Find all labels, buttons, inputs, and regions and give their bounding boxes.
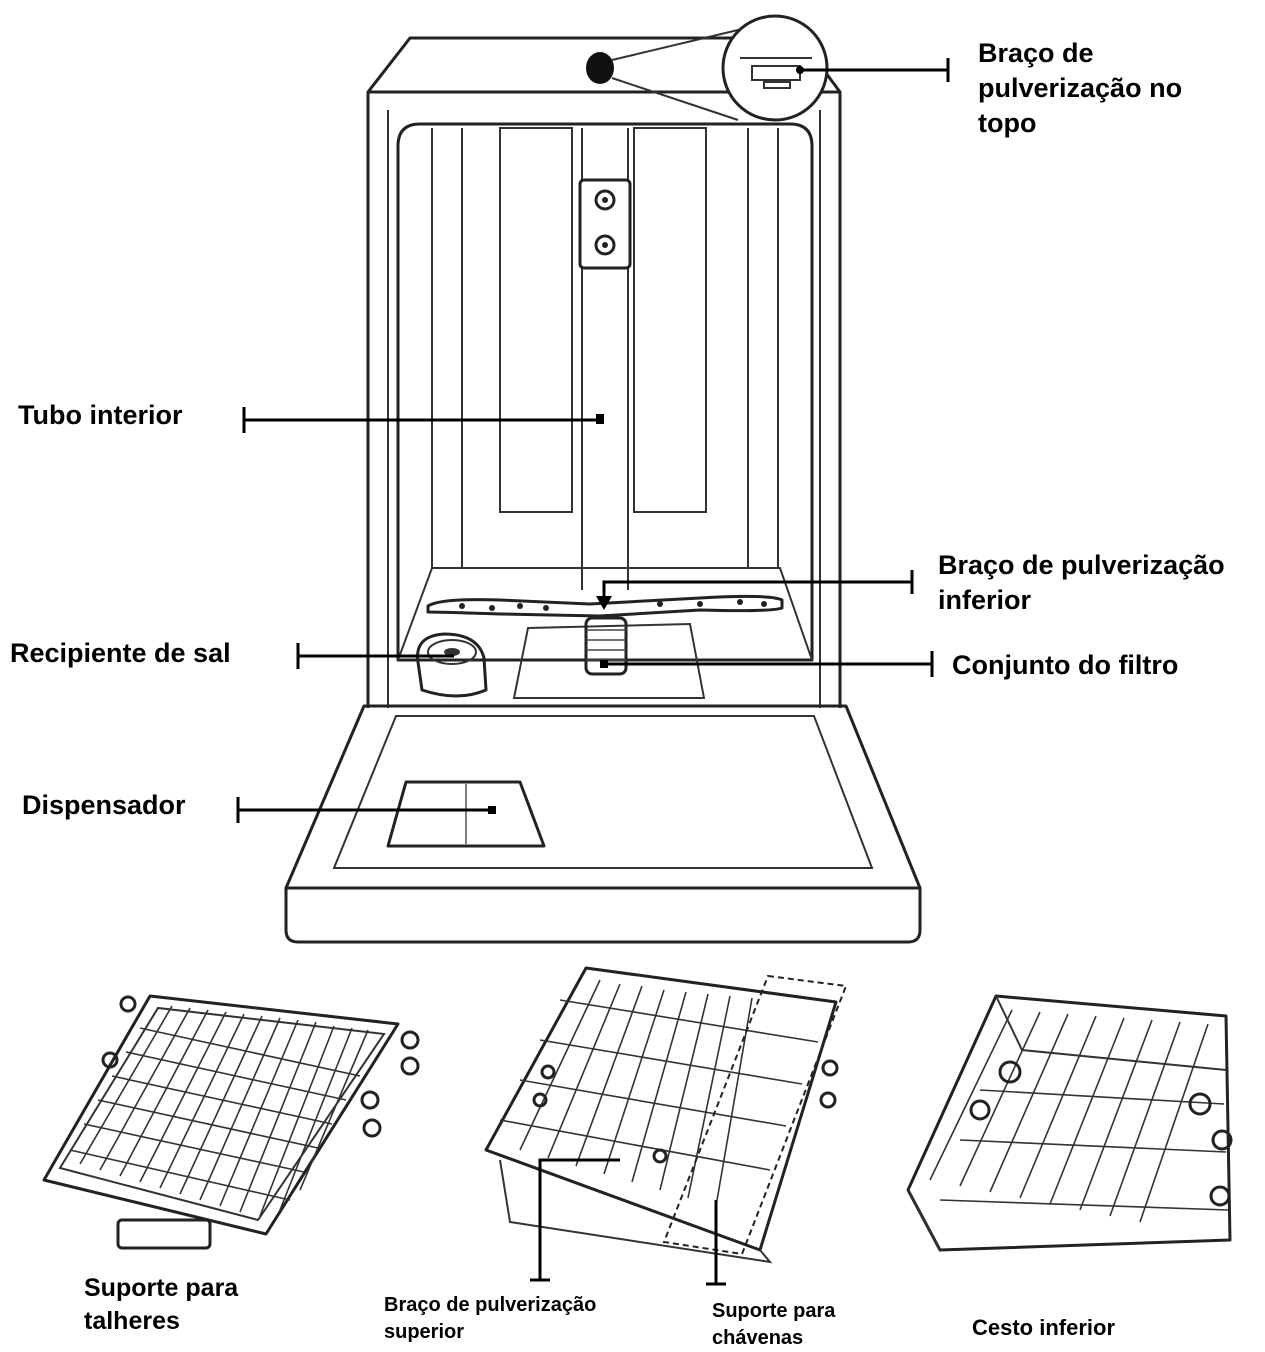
door <box>284 704 922 944</box>
upper-basket <box>484 966 848 1264</box>
label-dispenser: Dispensador <box>22 790 186 820</box>
salt-container <box>416 632 488 698</box>
label-top-spray-arm: Braço de pulverização no topo <box>978 38 1183 138</box>
filter-assembly <box>512 616 706 699</box>
label-salt-container: Recipiente de sal <box>10 638 231 668</box>
top-spray-arm <box>586 14 829 122</box>
cutlery-rack <box>42 994 420 1250</box>
leader-lines <box>236 58 950 1286</box>
label-cup-rack: Suporte para chávenas <box>712 1300 836 1349</box>
label-lower-spray-arm: Braço de pulverização inferior <box>938 550 1225 615</box>
label-inner-tube: Tubo interior <box>18 400 183 430</box>
label-filter-assembly: Conjunto do filtro <box>952 650 1179 680</box>
lower-spray-arm <box>426 594 784 618</box>
dishwasher-body <box>366 36 842 708</box>
label-cutlery-rack: Suporte para talheres <box>84 1274 239 1335</box>
inner-tube <box>578 128 632 590</box>
lower-basket <box>906 994 1233 1252</box>
label-upper-spray-arm: Braço de pulverização superior <box>384 1294 597 1343</box>
label-lower-basket: Cesto inferior <box>972 1315 1116 1340</box>
